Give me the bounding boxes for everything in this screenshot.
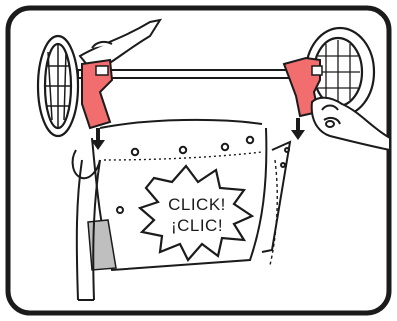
click-label: CLICK!	[168, 195, 226, 214]
left-wheel-icon	[38, 36, 78, 136]
clic-label: ¡CLIC!	[171, 216, 223, 235]
